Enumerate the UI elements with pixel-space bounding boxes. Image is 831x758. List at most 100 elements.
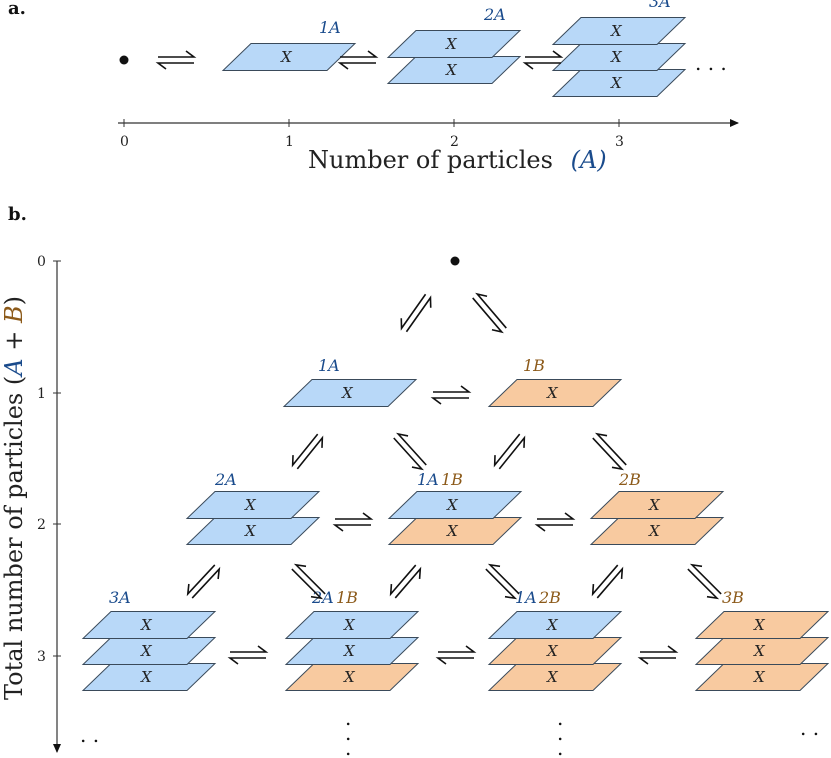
ellipsis-bottom-left: . . bbox=[80, 723, 99, 747]
panel-a-tick-label-2: 2 bbox=[450, 134, 459, 150]
panel-a-stack-1-layer-0-glyph: X bbox=[280, 48, 293, 66]
panel-b-eq-r2-r3-d bbox=[485, 563, 520, 600]
panel-a-stack-3-layer-1-glyph: X bbox=[610, 48, 623, 66]
panel-b-r3-stack-3-layer-1-glyph: X bbox=[753, 642, 766, 660]
panel-b-eq-r2-r3-b bbox=[291, 563, 326, 600]
panel-b-r2-stack-0-layer-0-glyph: X bbox=[244, 496, 257, 514]
panel-b-r3-stack-3-layer-1 bbox=[694, 637, 830, 665]
panel-b-r3-stack-1-layer-2-glyph: X bbox=[343, 668, 356, 686]
panel-b-r3-stack-2-layer-1 bbox=[487, 637, 623, 665]
panel-b-r1-stack-0-layer-0-glyph: X bbox=[341, 384, 354, 402]
panel-b-r3-stack-3-layer-0 bbox=[694, 611, 830, 639]
panel-b-r3-stack-2-layer-2 bbox=[487, 663, 623, 691]
panel-b-r3-stack-1-label-a: 2A bbox=[311, 588, 334, 607]
panel-b-r3-stack-3-layer-0-glyph: X bbox=[753, 616, 766, 634]
panel-b-r3-stack-3-layer-2-glyph: X bbox=[753, 668, 766, 686]
panel-b-eq-r0-r1-left bbox=[400, 293, 432, 333]
panel-a-stack-label-1: 1A bbox=[319, 18, 341, 37]
panel-b-r2-stack-1-layer-0-glyph: X bbox=[446, 496, 459, 514]
panel-b-r2-stack-1-label-a: 1A bbox=[417, 470, 439, 489]
panel-b-r1-stack-0-layer-0 bbox=[282, 379, 418, 407]
ellipsis-col3: . bbox=[557, 706, 563, 730]
panel-b-eq-r1-r2-a bbox=[291, 433, 324, 470]
panel-a-equilibrium-2-3 bbox=[522, 50, 564, 70]
panel-b-r1-stack-1-layer-0 bbox=[487, 379, 623, 407]
panel-b-r2-stack-0-layer-0 bbox=[185, 491, 321, 519]
panel-b-eq-r2-1 bbox=[534, 512, 576, 532]
panel-a-label: a. bbox=[8, 0, 26, 19]
panel-a-stack-2-layer-1 bbox=[386, 56, 522, 84]
panel-b-eq-r1-r2-b bbox=[393, 432, 427, 471]
panel-b-eq-r1 bbox=[430, 385, 472, 405]
panel-a-axis-symbol: (A) bbox=[571, 146, 607, 174]
panel-b-r2-stack-2-layer-1-glyph: X bbox=[648, 522, 661, 540]
panel-b-r3-stack-3-label-b: 3B bbox=[722, 588, 744, 607]
panel-b-r1-stack-0-label-a: 1A bbox=[318, 356, 340, 375]
panel-b-eq-r2-r3-a bbox=[186, 564, 221, 599]
panel-a-stack-2-layer-0-glyph: X bbox=[445, 35, 458, 53]
panel-b-r3-stack-0-layer-0 bbox=[81, 611, 217, 639]
panel-b-eq-r2-r3-f bbox=[687, 563, 722, 600]
panel-b-r2-stack-2-layer-0 bbox=[589, 491, 725, 519]
panel-b-tick-label-0: 0 bbox=[37, 254, 46, 270]
panel-a-tick-label-1: 1 bbox=[285, 134, 294, 150]
panel-b-r3-stack-2-layer-0-glyph: X bbox=[546, 616, 559, 634]
svg-text:Number of particles (A): Number of particles (A) bbox=[308, 146, 607, 174]
panel-b-eq-r3-0 bbox=[227, 645, 269, 665]
ellipsis-bottom-right: . . bbox=[800, 716, 819, 740]
panel-a-stack-label-2: 2A bbox=[483, 5, 506, 24]
panel-a-stack-2-layer-0 bbox=[386, 30, 522, 58]
panel-b-tick-label-1: 1 bbox=[37, 386, 46, 402]
ellipsis-col2: . bbox=[345, 706, 351, 730]
panel-b-axis-title: Total number of particles (A + B) bbox=[0, 296, 28, 700]
panel-b-r3-stack-3-layer-2 bbox=[694, 663, 830, 691]
panel-b-r2-stack-2-layer-1 bbox=[589, 517, 725, 545]
panel-a-tick-label-0: 0 bbox=[120, 134, 129, 150]
panel-b-eq-r1-r2-d bbox=[592, 432, 627, 471]
panel-b-r3-stack-2-layer-1-glyph: X bbox=[546, 642, 559, 660]
vacuum-state-dot bbox=[119, 55, 129, 65]
panel-a-stack-3-layer-0 bbox=[551, 17, 687, 45]
panel-a-stack-3-layer-2-glyph: X bbox=[610, 74, 623, 92]
panel-b-r3-stack-0-layer-1-glyph: X bbox=[140, 642, 153, 660]
panel-b-eq-r2-0 bbox=[332, 512, 374, 532]
panel-b-label: b. bbox=[8, 204, 27, 225]
svg-text:.: . bbox=[557, 721, 563, 745]
panel-a-equilibrium-1-2 bbox=[337, 50, 379, 70]
panel-a-stack-label-3: 3A bbox=[649, 0, 671, 11]
svg-text:.: . bbox=[345, 721, 351, 745]
panel-b-r3-stack-1-layer-0-glyph: X bbox=[343, 616, 356, 634]
panel-b-r2-stack-1-layer-1-glyph: X bbox=[446, 522, 459, 540]
panel-b-r3-stack-1-label-b: 1B bbox=[336, 588, 358, 607]
panel-b-r3-stack-2-layer-2-glyph: X bbox=[546, 668, 559, 686]
panel-b-r3-stack-1-layer-1 bbox=[284, 637, 420, 665]
panel-b-r2-stack-0-layer-1 bbox=[185, 517, 321, 545]
panel-b-vacuum-dot bbox=[450, 256, 460, 266]
panel-b-r3-stack-0-layer-0-glyph: X bbox=[140, 616, 153, 634]
panel-b-tick-label-3: 3 bbox=[37, 649, 46, 665]
panel-a-stack-3-layer-0-glyph: X bbox=[610, 22, 623, 40]
panel-b-r2-stack-1-layer-0 bbox=[387, 491, 523, 519]
panel-b-r2-stack-1-layer-1 bbox=[387, 517, 523, 545]
panel-b-r3-stack-2-layer-0 bbox=[487, 611, 623, 639]
panel-b-eq-r3-1 bbox=[435, 645, 477, 665]
panel-b-eq-r2-r3-c bbox=[389, 564, 422, 599]
panel-b-r2-stack-0-layer-1-glyph: X bbox=[244, 522, 257, 540]
panel-b-r1-stack-1-label-b: 1B bbox=[523, 356, 545, 375]
panel-b-eq-r1-r2-c bbox=[493, 433, 526, 470]
panel-b-r3-stack-0-layer-2 bbox=[81, 663, 217, 691]
svg-text:.: . bbox=[345, 736, 351, 758]
panel-a-ellipsis: . . . bbox=[695, 51, 727, 75]
panel-b-r3-stack-1-layer-2 bbox=[284, 663, 420, 691]
panel-a-stack-3-layer-1 bbox=[551, 43, 687, 71]
panel-b-r3-stack-1-layer-0 bbox=[284, 611, 420, 639]
panel-b-eq-r0-r1-right bbox=[472, 292, 507, 334]
panel-b-r2-stack-1-label-b: 1B bbox=[441, 470, 463, 489]
panel-b-r3-stack-0-label-a: 3A bbox=[109, 588, 131, 607]
panel-b-eq-r2-r3-e bbox=[591, 564, 624, 599]
panel-b-r1-stack-1-layer-0-glyph: X bbox=[546, 384, 559, 402]
panel-a-axis-title: Number of particles bbox=[308, 146, 553, 174]
panel-b-r2-stack-0-label-a: 2A bbox=[214, 470, 237, 489]
svg-text:.: . bbox=[557, 736, 563, 758]
